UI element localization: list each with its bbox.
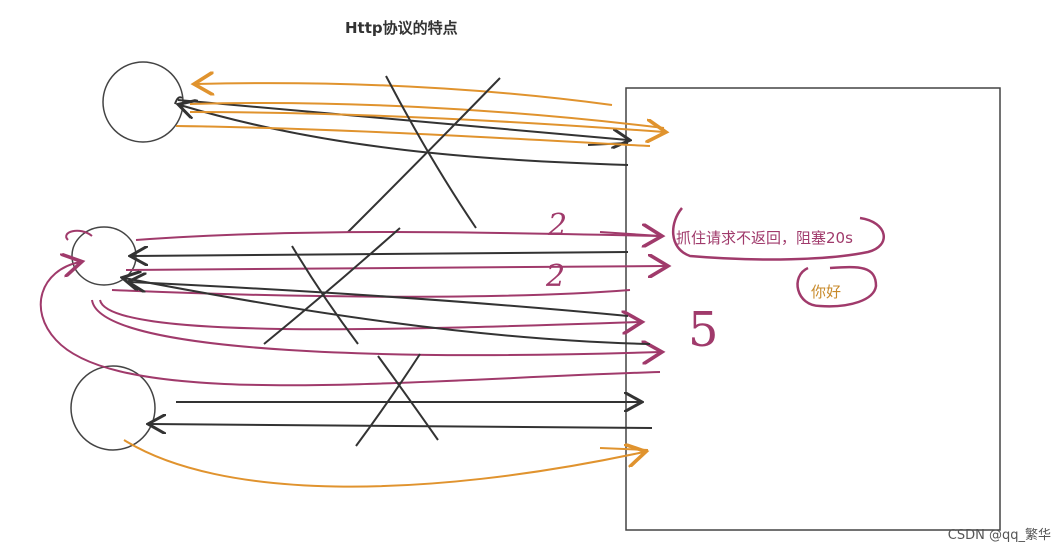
annotation-number: 2	[548, 208, 568, 243]
watermark: CSDN @qq_繁华	[947, 528, 1051, 543]
bubble-outlines	[671, 207, 885, 308]
client-circle-middle	[71, 226, 137, 286]
server-note: 抓住请求不返回，阻塞20s	[676, 229, 853, 247]
server-box	[625, 87, 1001, 531]
diagram-title: Http协议的特点	[345, 19, 458, 37]
client-circle-bottom	[70, 365, 156, 451]
reply-text: 你好	[811, 283, 842, 301]
client-circle-top	[102, 61, 184, 143]
cross-mark-middle	[263, 227, 401, 345]
top-response-arrows	[175, 83, 664, 147]
cross-mark-bottom	[355, 353, 439, 447]
annotation-number: 5	[688, 302, 719, 358]
cross-mark-top	[347, 75, 501, 233]
middle-response-arrows	[124, 252, 651, 345]
top-request-arrows	[174, 96, 628, 166]
annotation-number: 2	[546, 259, 566, 294]
bottom-arrows	[150, 402, 653, 428]
bottom-orange-arrow	[123, 439, 648, 488]
